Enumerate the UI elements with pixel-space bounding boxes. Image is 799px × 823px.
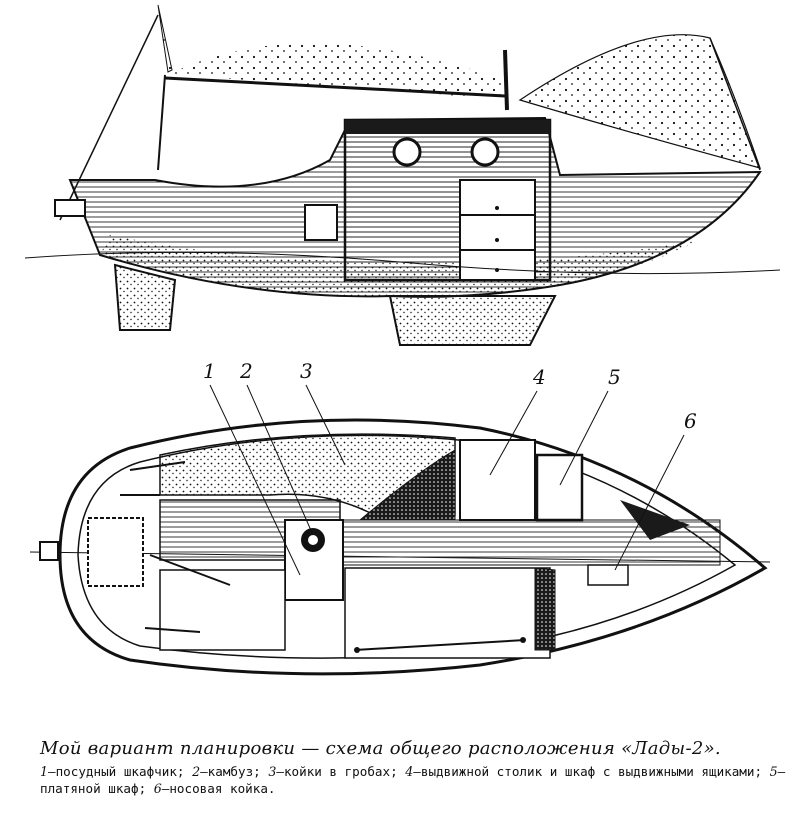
legend-number: 4 xyxy=(405,764,414,779)
callout-1: 1 xyxy=(203,359,216,383)
drawers-side xyxy=(459,179,536,281)
sail-stippled-area xyxy=(170,43,512,100)
callout-2: 2 xyxy=(239,359,253,383)
legend-text: —койки в гробах; xyxy=(276,764,406,779)
keel-profile xyxy=(388,295,557,346)
callout-5: 5 xyxy=(608,365,621,389)
callout-labels: 1 2 3 4 5 6 xyxy=(203,359,697,576)
porthole-right xyxy=(470,137,500,167)
callout-6: 6 xyxy=(684,409,697,433)
porthole-left xyxy=(392,137,422,167)
legend-number: 2 xyxy=(192,764,201,779)
mainsail xyxy=(157,4,173,73)
legend-text: —носовая койка. xyxy=(161,781,276,796)
rudder-profile xyxy=(113,263,177,331)
wardrobe xyxy=(535,453,584,522)
legend-text: —камбуз; xyxy=(200,764,269,779)
berth-stippled xyxy=(159,433,456,519)
caption-title: Мой вариант планировки — схема общего ра… xyxy=(40,738,721,759)
legend-text: —платяной шкаф; xyxy=(40,764,786,796)
jib-sail xyxy=(518,34,761,169)
legend-number: 3 xyxy=(268,764,277,779)
legend-text: —посудный шкафчик; xyxy=(48,764,193,779)
plan-view xyxy=(29,418,771,676)
drawer-cabinet xyxy=(459,439,536,521)
callout-3: 3 xyxy=(300,359,313,383)
legend-number: 6 xyxy=(153,781,162,796)
callout-4: 4 xyxy=(532,365,546,389)
legend-number: 1 xyxy=(40,764,49,779)
legend-text: —выдвижной столик и шкаф с выдвижными ящ… xyxy=(413,764,770,779)
legend-number: 5 xyxy=(769,764,778,779)
caption-legend: 1—посудный шкафчик; 2—камбуз; 3—койки в … xyxy=(40,763,790,797)
side-profile-view xyxy=(24,4,781,346)
figure-caption: Мой вариант планировки — схема общего ра… xyxy=(40,738,790,797)
cockpit-hatch xyxy=(87,517,144,587)
